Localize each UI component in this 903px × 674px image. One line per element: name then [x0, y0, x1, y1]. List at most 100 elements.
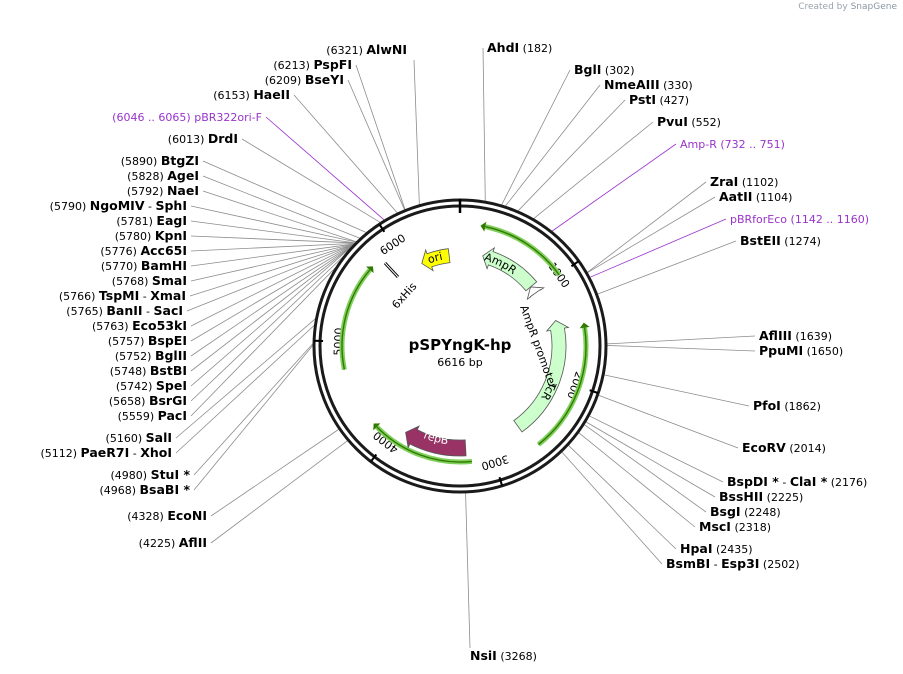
- site-label-pbr322ori-f: (6046 .. 6065) pBR322ori-F: [112, 111, 262, 124]
- leader-line: [604, 374, 750, 407]
- site-label-amp-r: Amp-R (732 .. 751): [680, 138, 785, 151]
- leader-line: [482, 47, 486, 202]
- site-label-bsabi: (4968) BsaBI *: [99, 482, 190, 497]
- leader-line: [190, 266, 337, 417]
- leader-line: [355, 64, 406, 210]
- leader-line: [210, 440, 348, 544]
- leader-line: [190, 235, 356, 244]
- tick-mark: [589, 389, 599, 395]
- site-label-aatii: AatII (1104): [719, 189, 792, 204]
- leader-line: [202, 190, 357, 243]
- leader-line: [193, 344, 314, 491]
- leader-line: [210, 428, 340, 517]
- site-label-drdi: (6013) DrdI: [168, 131, 238, 146]
- leader-line: [568, 445, 677, 550]
- site-label-bstbi: (5748) BstBI: [110, 363, 187, 378]
- leader-line: [517, 99, 626, 212]
- site-label-paci: (5559) PacI: [118, 408, 187, 423]
- leader-line: [347, 79, 405, 211]
- site-label-stui: (4980) StuI *: [111, 467, 191, 482]
- tick-mark: [378, 223, 386, 233]
- leader-line: [193, 343, 314, 476]
- site-label-smai: (5768) SmaI: [112, 273, 187, 288]
- leader-line: [175, 324, 315, 454]
- site-label-econi: (4328) EcoNI: [127, 508, 207, 523]
- leader-line: [533, 121, 654, 220]
- leader-line: [190, 245, 353, 357]
- site-label-bsteii: BstEII (1274): [740, 233, 821, 248]
- leader-line: [587, 181, 707, 273]
- leader-line: [265, 116, 385, 221]
- site-label-bspei: (5757) BspEI: [108, 333, 187, 348]
- site-label-bspdi: BspDI * - ClaI * (2176): [727, 474, 867, 489]
- leader-line: [186, 244, 354, 312]
- leader-lines: [175, 47, 756, 649]
- leader-line: [587, 196, 716, 274]
- leader-line: [597, 240, 737, 295]
- site-label-bgli: BglI (302): [574, 62, 635, 77]
- leader-line: [501, 69, 571, 206]
- site-label-ahdi: AhdI (182): [487, 40, 552, 55]
- site-label-bsmbi: BsmBI - Esp3I (2502): [666, 556, 800, 571]
- leader-line: [190, 246, 352, 387]
- leader-line: [190, 220, 356, 244]
- site-label-afliii: AflIII (1639): [759, 328, 832, 343]
- center-title: pSPYngK-hp 6616 bp: [409, 336, 512, 369]
- site-label-eagi: (5781) EagI: [116, 213, 187, 228]
- site-label-msci: MscI (2318): [699, 519, 771, 534]
- credit-prefix: Created by: [798, 2, 848, 12]
- leader-line: [190, 205, 357, 243]
- ori-feature: [421, 248, 451, 272]
- tick-mark: [570, 260, 580, 268]
- tick-mark: [498, 476, 504, 487]
- site-label-btgzi: (5890) BtgZI: [121, 153, 199, 168]
- leader-line: [190, 245, 353, 372]
- leader-line: [598, 394, 739, 449]
- site-label-hpai: HpaI (2435): [680, 541, 753, 556]
- site-label-acc65i: (5776) Acc65I: [100, 243, 187, 258]
- leader-line: [583, 424, 707, 513]
- site-label-alwni: (6321) AlwNI: [326, 42, 407, 57]
- site-label-pbrforeco: pBRforEco (1142 .. 1160): [730, 213, 869, 226]
- site-label-bsgi: BsgI (2248): [710, 504, 781, 519]
- repb-feature: [405, 425, 467, 457]
- site-label-ecorv: EcoRV (2014): [742, 440, 826, 455]
- leader-line: [606, 345, 756, 352]
- site-label-bamhi: (5770) BamHI: [101, 258, 187, 273]
- leader-line: [561, 451, 663, 565]
- site-labels: (6321) AlwNI(6213) PspFI(6209) BseYI(615…: [40, 40, 869, 663]
- site-label-ppumi: PpuMI (1650): [759, 343, 843, 358]
- leader-line: [606, 335, 756, 345]
- tick-label: 3000: [480, 452, 511, 473]
- leader-line: [190, 243, 355, 282]
- site-label-bseyi: (6209) BseYI: [265, 72, 344, 87]
- site-label-eco53ki: (5763) Eco53kI: [92, 318, 187, 333]
- leader-line: [241, 138, 381, 223]
- leader-line: [585, 421, 716, 498]
- site-label-nsii: NsiI (3268): [470, 648, 537, 663]
- site-label-bsrgi: (5658) BsrGI: [109, 393, 187, 408]
- site-label-sali: (5160) SalI: [106, 430, 172, 445]
- site-label-pfoi: PfoI (1862): [753, 398, 821, 413]
- credit: Created by SnapGene: [798, 2, 897, 12]
- site-label-banii: (5765) BanII - SacI: [66, 303, 183, 318]
- leader-line: [202, 175, 361, 239]
- ampr-feature: [482, 246, 538, 292]
- site-label-pvui: PvuI (552): [657, 114, 721, 129]
- plasmid-name: pSPYngK-hp: [409, 336, 512, 354]
- site-label-pspfi: (6213) PspFI: [273, 57, 352, 72]
- site-label-agei: (5828) AgeI: [127, 168, 199, 183]
- leader-line: [190, 243, 355, 267]
- leader-line: [551, 143, 677, 232]
- ampr-promoter-feature: [526, 286, 545, 301]
- plasmid-length: 6616 bp: [437, 356, 482, 369]
- site-label-nmeaiii: NmeAIII (330): [604, 77, 693, 92]
- site-label-tspmi: (5766) TspMI - XmaI: [59, 288, 186, 303]
- leader-line: [190, 244, 354, 342]
- leader-line: [202, 160, 367, 233]
- leader-line: [589, 415, 724, 483]
- site-label-haeii: (6153) HaeII: [213, 87, 290, 102]
- site-label-spei: (5742) SpeI: [116, 378, 187, 393]
- leader-line: [578, 432, 696, 528]
- leader-line: [413, 59, 420, 205]
